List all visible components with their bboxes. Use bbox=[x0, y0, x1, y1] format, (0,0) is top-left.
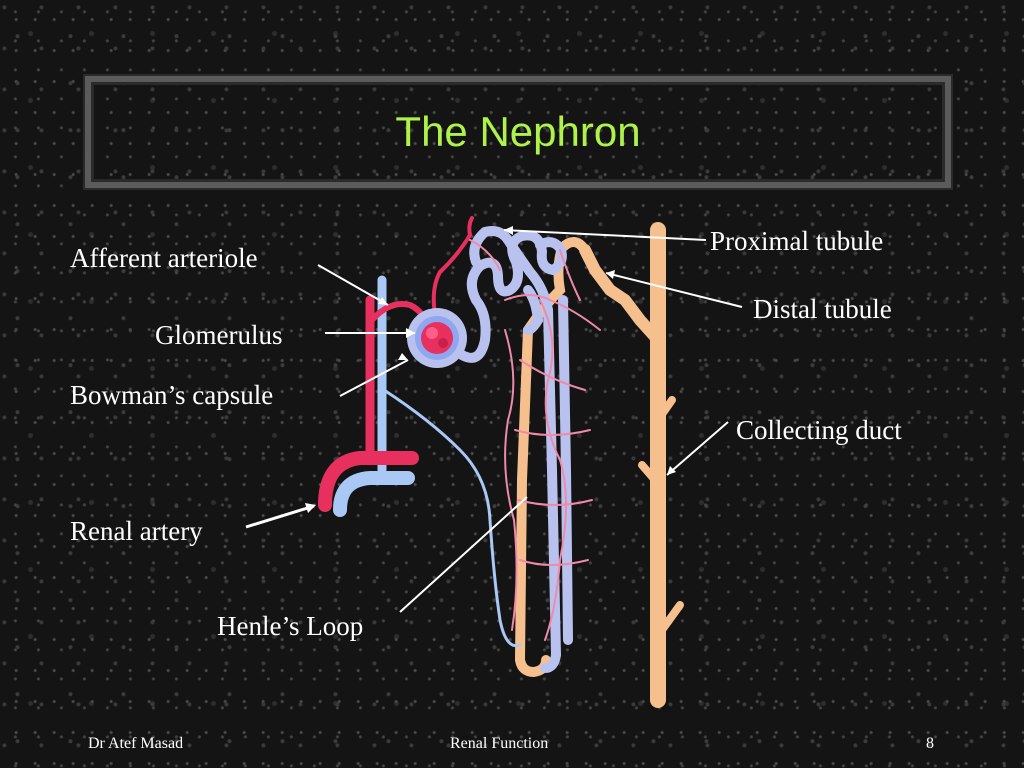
label-henles-loop: Henle’s Loop bbox=[217, 611, 364, 641]
arrowhead-afferent-arteriole bbox=[378, 297, 388, 305]
label-renal-artery: Renal artery bbox=[70, 516, 203, 546]
label-glomerulus: Glomerulus bbox=[155, 320, 283, 350]
arrowhead-bowmans-capsule bbox=[398, 353, 408, 360]
pointer-collecting-duct bbox=[666, 421, 729, 476]
title-frame: The Nephron bbox=[85, 76, 951, 188]
footer-author: Dr Atef Masad bbox=[88, 735, 184, 752]
pointer-arrowheads bbox=[305, 226, 676, 513]
arrowhead-renal-artery bbox=[305, 503, 316, 513]
pointer-henles-loop bbox=[399, 496, 528, 613]
peritubular-capillaries bbox=[469, 239, 601, 641]
glomerulus bbox=[421, 322, 453, 354]
label-collecting-duct: Collecting duct bbox=[736, 415, 902, 445]
pointer-afferent-arteriole bbox=[317, 264, 389, 306]
slide-title: The Nephron bbox=[395, 108, 641, 155]
pointer-lines bbox=[245, 229, 743, 613]
footer-page-number: 8 bbox=[926, 735, 934, 752]
pointer-bowmans-capsule bbox=[339, 359, 409, 397]
label-bowmans-capsule: Bowman’s capsule bbox=[70, 380, 274, 410]
arrowhead-proximal-tubule bbox=[504, 226, 513, 235]
label-afferent-arteriole: Afferent arteriole bbox=[70, 243, 258, 273]
pointer-renal-artery bbox=[245, 504, 315, 529]
footer-topic: Renal Function bbox=[450, 735, 549, 752]
label-proximal-tubule: Proximal tubule bbox=[710, 226, 884, 256]
arrowhead-glomerulus bbox=[406, 328, 415, 338]
arrowhead-collecting-duct bbox=[667, 466, 676, 475]
proximal-tubule bbox=[457, 226, 567, 363]
pointer-distal-tubule bbox=[605, 272, 743, 308]
label-distal-tubule: Distal tubule bbox=[753, 294, 892, 324]
henles-loop bbox=[540, 295, 573, 673]
arrowhead-distal-tubule bbox=[606, 270, 615, 279]
pointer-proximal-tubule bbox=[503, 229, 707, 241]
collecting-duct bbox=[579, 222, 684, 708]
